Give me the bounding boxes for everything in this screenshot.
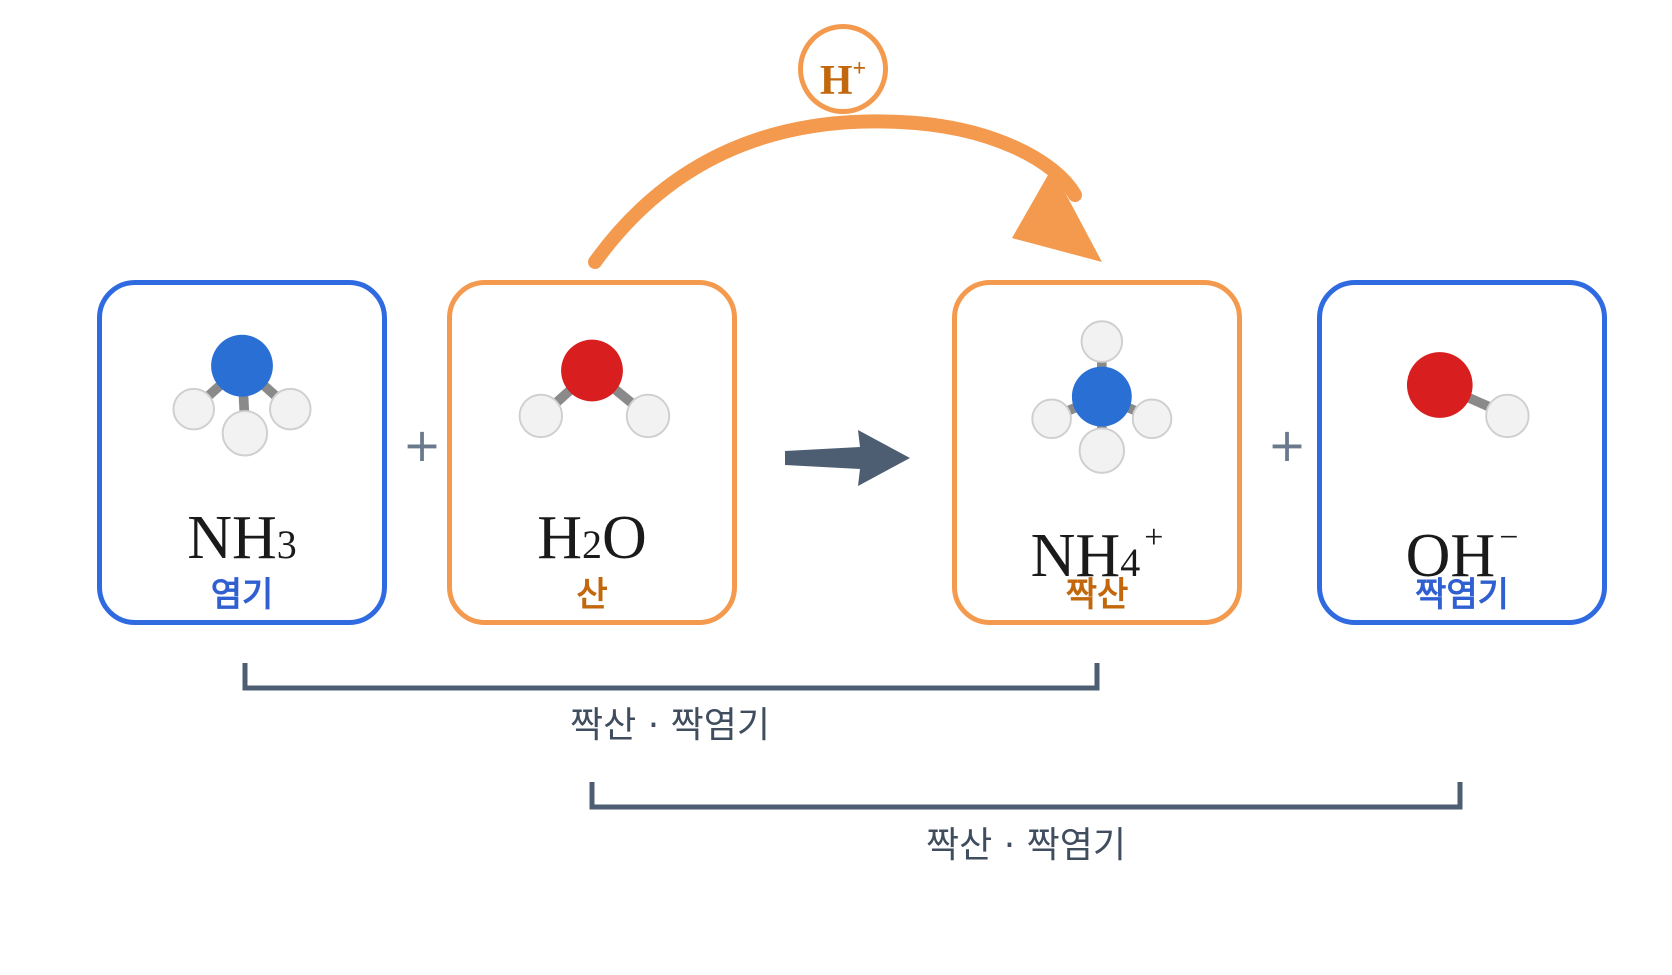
species-card-hydroxide: OH− 짝염기 [1317, 280, 1607, 625]
formula-ammonia: NH3 [187, 504, 297, 572]
species-card-water: H2O 산 [447, 280, 737, 625]
hydroxide-molecule [1406, 352, 1530, 439]
species-card-ammonium: NH4+ 짝산 [952, 280, 1242, 625]
pair-label-2: 짝산 · 짝염기 [926, 825, 1126, 866]
formula-hydroxide: OH− [1405, 519, 1519, 590]
ammonia-molecule [172, 334, 312, 457]
plus-sign-left: + [402, 418, 442, 472]
ammonium-molecule [1031, 320, 1173, 474]
proton-charge: + [852, 56, 867, 82]
formula-ammonium: NH4+ [1030, 519, 1164, 590]
proton-bubble: H+ [798, 24, 888, 114]
role-label-acid: 산 [576, 575, 608, 615]
role-label-conjugate-acid: 짝산 [1065, 575, 1129, 615]
proton-symbol: H [819, 58, 853, 104]
pair-bracket-1 [242, 663, 1100, 691]
species-card-ammonia: NH3 염기 [97, 280, 387, 625]
role-label-base: 염기 [210, 575, 274, 615]
plus-sign-right: + [1267, 418, 1307, 472]
formula-water: H2O [537, 504, 647, 572]
water-molecule [518, 339, 671, 439]
pair-label-1: 짝산 · 짝염기 [570, 705, 770, 746]
pair-bracket-2 [589, 782, 1463, 810]
role-label-conjugate-base: 짝염기 [1415, 575, 1509, 615]
